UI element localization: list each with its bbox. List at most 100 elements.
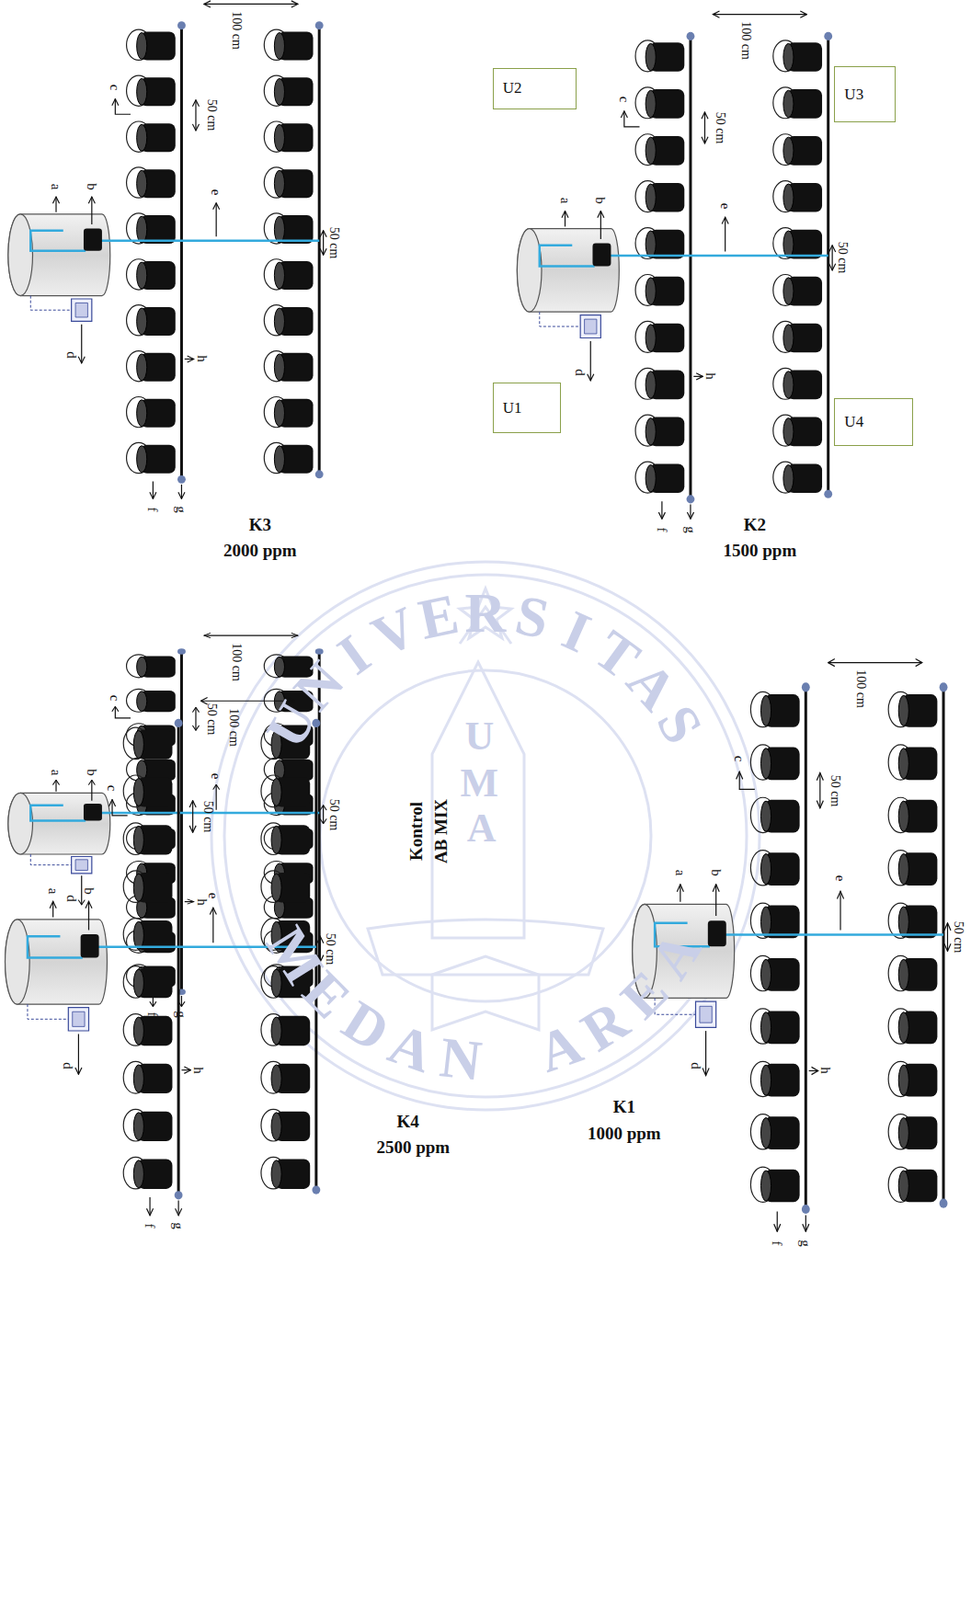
pointer-arrow <box>661 501 663 519</box>
treatment-caption: 1000 ppm <box>587 1124 662 1144</box>
pipe-line <box>942 686 946 1203</box>
pot-face <box>783 465 794 492</box>
callout-letter: d <box>63 894 80 903</box>
pot-face <box>133 777 144 806</box>
pot-face <box>783 418 794 446</box>
pot-face <box>274 124 285 151</box>
callout-letter: b <box>708 868 724 877</box>
pointer-arrow <box>839 891 841 930</box>
dimension-label: 50 cm <box>835 241 850 275</box>
water-pump <box>80 934 100 958</box>
pointer-arrow <box>181 995 183 1007</box>
pointer-arrow <box>624 111 640 127</box>
dimension-label: 50 cm <box>326 798 341 831</box>
water-tube <box>721 933 944 937</box>
nutrient-tank <box>8 792 111 855</box>
pot-face <box>645 43 656 70</box>
water-tube <box>30 230 86 252</box>
pipe-line <box>180 25 183 480</box>
pot-face <box>274 32 285 59</box>
replicate-label: U1 <box>502 399 523 418</box>
water-tube <box>27 936 83 958</box>
timer-box <box>71 298 92 321</box>
timer-face <box>72 1011 85 1027</box>
pot-face <box>760 1064 771 1096</box>
pointer-arrow <box>724 217 726 252</box>
water-tube <box>539 245 595 267</box>
tank-end <box>8 214 34 297</box>
pot-face <box>271 873 282 902</box>
pot-face <box>760 800 771 832</box>
pipe-end <box>315 648 324 655</box>
callout-letter: g <box>171 1222 187 1231</box>
pointer-arrow <box>776 1211 778 1233</box>
pot-face <box>137 445 148 473</box>
callout-letter: g <box>173 505 190 514</box>
callout-letter: h <box>194 355 210 364</box>
pot-face <box>133 921 144 949</box>
pot-face <box>645 137 656 164</box>
watermark-letter: R <box>465 579 507 645</box>
pot-face <box>137 308 148 335</box>
watermark-ring <box>319 670 652 1002</box>
pot-face <box>760 1170 771 1201</box>
pointer-arrow <box>204 634 298 636</box>
pot-face <box>271 1016 282 1045</box>
callout-letter: h <box>194 898 210 906</box>
callout-letter: g <box>683 525 699 534</box>
timer-box <box>580 315 601 339</box>
pot-face <box>137 656 148 677</box>
dimension-label: 50 cm <box>204 702 218 735</box>
watermark-letter: S <box>509 582 554 653</box>
tank-end <box>8 792 34 855</box>
pot-face <box>137 691 148 712</box>
callout-letter: b <box>84 768 101 777</box>
pointer-arrow <box>805 1214 807 1232</box>
pot-face <box>645 371 656 399</box>
pot-face <box>274 656 285 677</box>
water-pump <box>708 920 727 947</box>
replicate-box: U1 <box>492 382 561 434</box>
pointer-arrow <box>828 662 923 663</box>
callout-letter: f <box>142 1223 159 1229</box>
callout-letter: a <box>673 869 689 877</box>
callout-letter: d <box>687 1062 704 1071</box>
tank-end <box>516 228 542 313</box>
pot-face <box>137 124 148 151</box>
watermark-text: M <box>460 761 500 806</box>
pot-face <box>645 465 656 492</box>
pipe-end <box>174 1190 183 1200</box>
callout-letter: c <box>616 96 633 103</box>
callout-letter: c <box>104 784 121 791</box>
pointer-arrow <box>832 245 834 271</box>
pointer-arrow <box>712 13 807 15</box>
pot-face <box>274 308 285 335</box>
dimension-label: 50 cm <box>712 112 727 145</box>
dimension-label: 100 cm <box>229 11 244 50</box>
pot-face <box>645 277 656 305</box>
dimension-label: 50 cm <box>828 774 843 807</box>
pot-face <box>274 78 285 105</box>
callout-letter: d <box>572 368 589 377</box>
pot-face <box>133 969 144 997</box>
power-cable <box>30 296 71 311</box>
callout-letter: g <box>173 1010 190 1018</box>
pointer-arrow <box>55 779 57 791</box>
treatment-caption: K1 <box>613 1096 636 1117</box>
pointer-arrow <box>739 771 755 789</box>
bed-layout <box>632 662 949 1233</box>
pipe-end <box>823 32 833 41</box>
pot-face <box>271 777 282 806</box>
pointer-arrow <box>91 779 92 800</box>
pipe-end <box>315 469 324 479</box>
pipe-end <box>177 475 186 484</box>
dimension-label: 50 cm <box>201 800 216 834</box>
callout-letter: h <box>818 1067 834 1075</box>
water-tube <box>606 254 829 258</box>
pointer-arrow <box>52 901 54 917</box>
pointer-arrow <box>564 210 566 227</box>
pipe-end <box>686 494 696 503</box>
pipe-end <box>177 648 186 655</box>
callout-letter: a <box>48 183 65 191</box>
